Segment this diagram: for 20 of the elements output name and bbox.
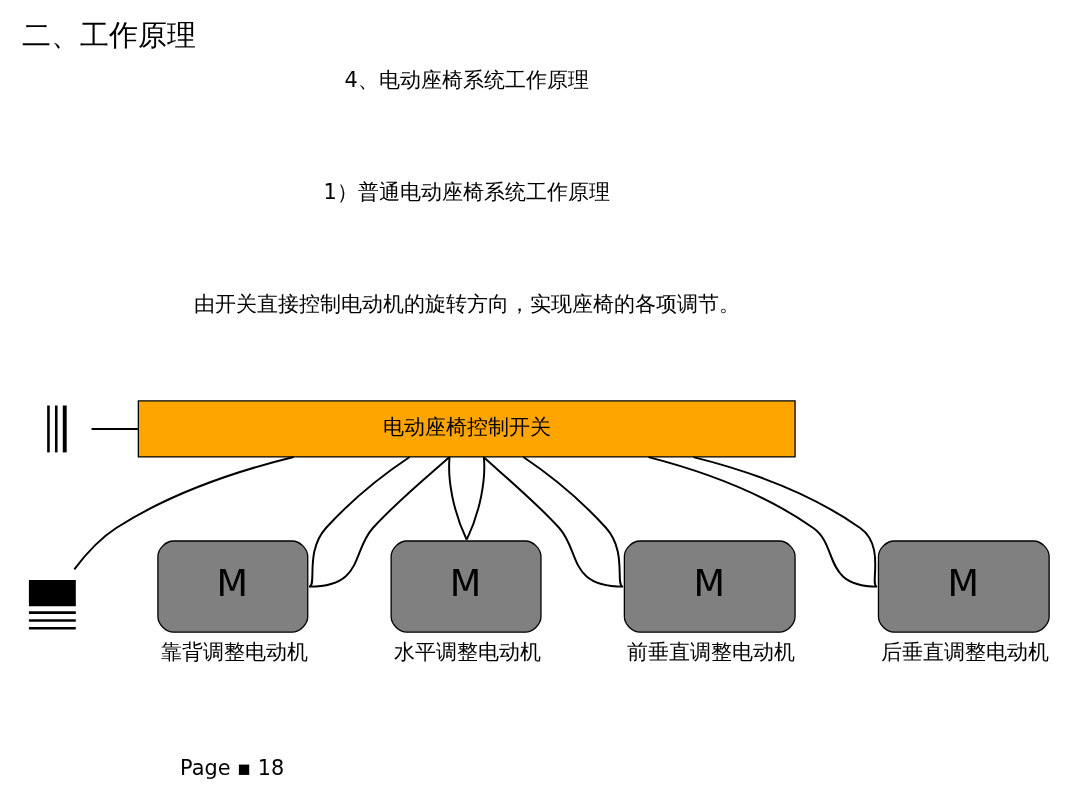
connector [647, 455, 879, 588]
connector [448, 455, 468, 541]
connector [465, 455, 486, 540]
label: 4、电动座椅系统工作原理 [344, 67, 589, 92]
node-label: 后垂直调整电动机 [881, 639, 1050, 664]
connector [692, 455, 878, 587]
label: 1）普通电动座椅系统工作原理 [323, 179, 610, 204]
diagram-title: 二、工作原理 [22, 17, 197, 52]
node-label: 水平调整电动机 [393, 639, 541, 664]
connector [482, 455, 625, 588]
connector [308, 455, 451, 588]
node-label: 靠背调整电动机 [160, 639, 308, 664]
connector [90, 427, 140, 430]
connector [73, 455, 295, 570]
label: Page ▪ 18 [180, 755, 285, 780]
label: 由开关直接控制电动机的旋转方向，实现座椅的各项调节。 [193, 291, 740, 316]
connector [522, 455, 624, 587]
node-box: 电动座椅控制开关 [137, 399, 796, 458]
node-label: 前垂直调整电动机 [626, 639, 795, 664]
connector [308, 455, 411, 588]
